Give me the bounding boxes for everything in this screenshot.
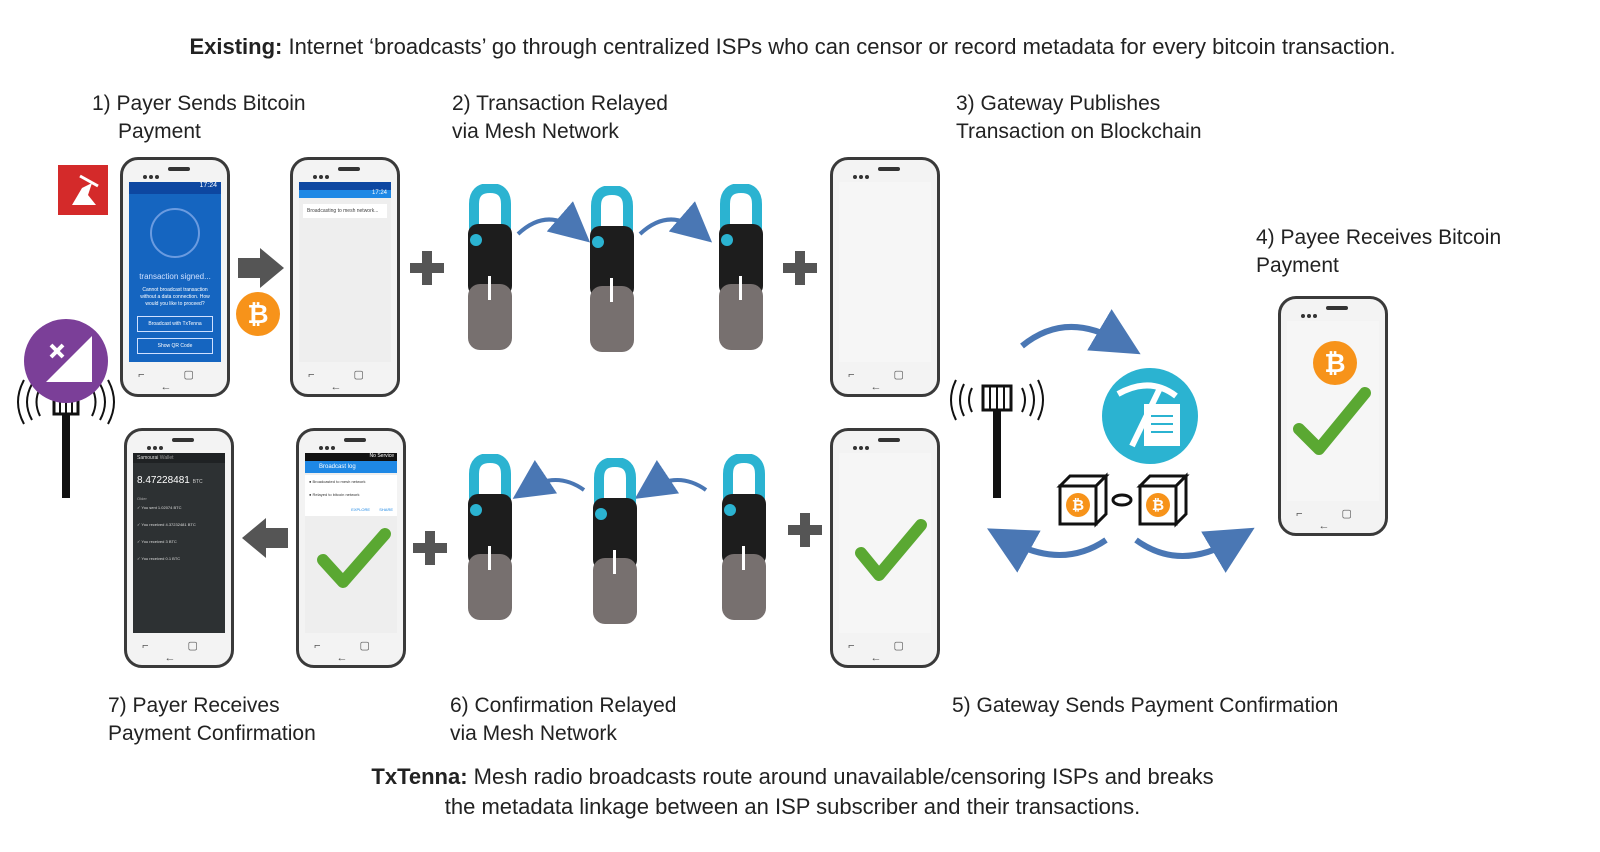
signing-text: transaction signed...: [139, 272, 211, 281]
gotenna-device: [468, 184, 512, 350]
list-item[interactable]: ✓ You received 4.37232481 BTC: [137, 522, 196, 527]
step-5-label: 5) Gateway Sends Payment Confirmation: [952, 694, 1339, 717]
status-bar: 17:24: [299, 190, 391, 198]
android-nav-bar: ⌐ ▢ ←: [848, 369, 922, 393]
arrow-left-gray: [242, 518, 288, 558]
gotenna-device: [722, 454, 766, 620]
android-nav-bar: ⌐ ▢ ←: [1296, 508, 1370, 532]
footer-bold: TxTenna:: [371, 764, 468, 789]
plus-sign: [788, 513, 822, 547]
android-nav-bar: ⌐ ▢ ←: [848, 640, 922, 664]
header-caption: Existing: Internet ‘broadcasts’ go throu…: [0, 32, 1585, 62]
check-graphic: [855, 519, 927, 581]
gotenna-device: [590, 186, 634, 352]
relay-arrow: [516, 201, 591, 243]
wallet-unit: BTC: [192, 479, 203, 485]
broadcast-log-title: Broadcast log: [305, 461, 397, 473]
payee-arrow: [1134, 527, 1255, 573]
gotenna-device: [593, 458, 637, 624]
share-link[interactable]: SHARE: [379, 507, 393, 512]
phone-gateway-publish: ⌐ ▢ ←: [830, 157, 940, 397]
svg-text:₿: ₿: [1152, 497, 1164, 514]
confirm-arrow-left: [987, 528, 1108, 573]
check-icon: [317, 528, 391, 588]
bitcoin-icon: ₿: [236, 292, 280, 336]
offline-message: Cannot broadcast transaction without a d…: [140, 287, 210, 307]
arrow-right-gray: [238, 248, 284, 288]
header-text: Internet ‘broadcasts’ go through central…: [282, 34, 1396, 59]
plus-sign: [410, 251, 444, 285]
publish-arrow: [1020, 309, 1141, 355]
status-bar: No Service: [305, 453, 397, 461]
gotenna-device: [468, 454, 512, 620]
tx-list: ✓ You sent 1.02074 BTC ✓ You received 4.…: [133, 501, 225, 565]
bitcoin-icon: ₿: [1313, 341, 1357, 385]
footer-caption: TxTenna: Mesh radio broadcasts route aro…: [371, 764, 1214, 819]
broadcast-status-row: Broadcasting to mesh network...: [303, 204, 387, 218]
wallet-app-name: Samourai: [137, 455, 159, 461]
show-qr-button[interactable]: Show QR Code: [137, 338, 213, 354]
miner-icon: [1102, 368, 1198, 464]
header-bold: Existing:: [189, 34, 283, 59]
relay-arrow: [634, 460, 708, 499]
svg-text:₿: ₿: [1072, 497, 1084, 514]
phone-payer-send: 17:24 transaction signed... Cannot broad…: [120, 157, 230, 397]
log-row: ● Broadcasted to mesh network: [309, 479, 366, 484]
broadcast-txtenna-button[interactable]: Broadcast with TxTenna: [137, 316, 213, 332]
gateway-tower: [950, 379, 1044, 498]
progress-ring: [150, 208, 200, 258]
check-icon: [855, 519, 927, 581]
list-item[interactable]: ✓ You sent 1.02074 BTC: [137, 505, 182, 510]
phone-payer-confirm: Samourai Wallet 8.47228481 BTC Older ✓ Y…: [124, 428, 234, 668]
relay-arrow: [512, 460, 586, 499]
wallet-mode: Wallet: [159, 455, 174, 461]
relay-arrow: [638, 201, 713, 243]
gotenna-device: [719, 184, 763, 350]
android-nav-bar: ⌐ ▢ ←: [314, 640, 388, 664]
android-nav-bar: ⌐ ▢ ←: [138, 369, 212, 393]
phone-broadcast-log: No Service Broadcast log ● Broadcasted t…: [296, 428, 406, 668]
plus-sign: [783, 251, 817, 285]
svg-text:₿: ₿: [1324, 348, 1345, 378]
samourai-logo: [58, 165, 108, 215]
list-item[interactable]: ✓ You received 3 BTC: [137, 539, 177, 544]
wallet-balance: 8.47228481: [137, 475, 190, 486]
svg-text:₿: ₿: [247, 299, 268, 329]
phone-broadcasting: 17:24 Broadcasting to mesh network... ⌐ …: [290, 157, 400, 397]
no-signal-icon: [24, 319, 108, 403]
phone-gateway-confirm: ⌐ ▢ ←: [830, 428, 940, 668]
list-item[interactable]: ✓ You received 0.1 BTC: [137, 556, 181, 561]
phone-payee: ₿ ⌐ ▢ ←: [1278, 296, 1388, 536]
android-nav-bar: ⌐ ▢ ←: [142, 640, 216, 664]
status-bar: 17:24: [129, 182, 221, 194]
section-label: Older: [137, 496, 147, 501]
check-graphic: [317, 528, 391, 588]
explore-link[interactable]: EXPLORE: [351, 507, 371, 512]
payee-content: ₿: [1293, 341, 1371, 455]
blockchain-icon: ₿ ₿: [1056, 472, 1190, 528]
plus-sign: [413, 531, 447, 565]
check-icon: [1293, 387, 1371, 455]
log-row: ● Relayed to bitcoin network: [309, 492, 360, 497]
android-nav-bar: ⌐ ▢ ←: [308, 369, 382, 393]
